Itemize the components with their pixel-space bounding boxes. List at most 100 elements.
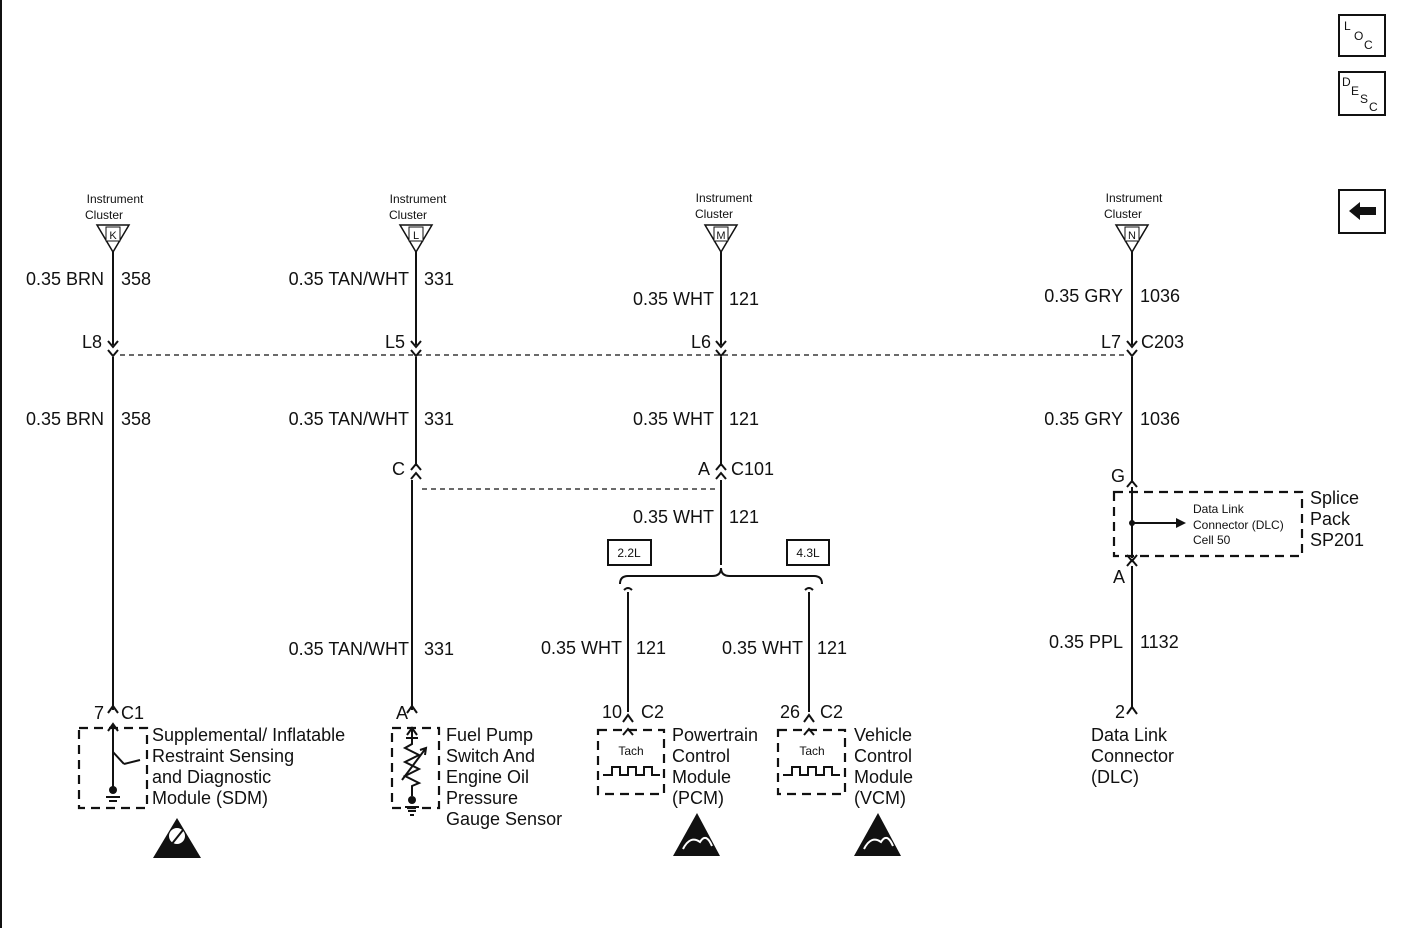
svg-text:Supplemental/ Inflatable: Supplemental/ Inflatable xyxy=(152,725,345,745)
svg-text:Tach: Tach xyxy=(618,744,643,758)
svg-text:A: A xyxy=(698,459,710,479)
svg-text:331: 331 xyxy=(424,639,454,659)
svg-text:358: 358 xyxy=(121,269,151,289)
instrument-cluster-l: Instrument Cluster L xyxy=(389,192,447,254)
svg-text:A: A xyxy=(396,703,408,723)
esd-warning-icon xyxy=(673,813,720,856)
circuit-m: 0.35 WHT 121 L6 0.35 WHT 121 A C101 0.35… xyxy=(541,252,847,723)
instrument-cluster-k: Instrument Cluster K xyxy=(85,192,144,254)
connector-c203: C203 xyxy=(1141,332,1184,352)
svg-text:Engine Oil: Engine Oil xyxy=(446,767,529,787)
svg-text:121: 121 xyxy=(636,638,666,658)
svg-text:Powertrain: Powertrain xyxy=(672,725,758,745)
svg-text:0.35 BRN: 0.35 BRN xyxy=(26,409,104,429)
engine-2-2l-badge: 2.2L xyxy=(607,539,652,566)
svg-text:1036: 1036 xyxy=(1140,409,1180,429)
svg-text:Module: Module xyxy=(854,767,913,787)
splice-pack-sp201: Data Link Connector (DLC) Cell 50 Splice… xyxy=(1112,488,1364,558)
svg-text:Fuel Pump: Fuel Pump xyxy=(446,725,533,745)
svg-text:(VCM): (VCM) xyxy=(854,788,906,808)
svg-text:Gauge Sensor: Gauge Sensor xyxy=(446,809,562,829)
svg-text:(PCM): (PCM) xyxy=(672,788,724,808)
pin-l: L xyxy=(413,230,419,242)
svg-text:Instrument: Instrument xyxy=(696,191,753,205)
svg-text:G: G xyxy=(1111,466,1125,486)
svg-text:10: 10 xyxy=(602,702,622,722)
svg-text:121: 121 xyxy=(729,289,759,309)
svg-text:0.35 TAN/WHT: 0.35 TAN/WHT xyxy=(289,269,409,289)
left-arrow-icon xyxy=(1349,202,1376,220)
loc-button[interactable]: L O C xyxy=(1338,14,1386,57)
svg-text:Vehicle: Vehicle xyxy=(854,725,912,745)
svg-text:Cluster: Cluster xyxy=(85,208,123,222)
pin-n: N xyxy=(1128,230,1136,242)
svg-text:26: 26 xyxy=(780,702,800,722)
connector-c101: C101 xyxy=(731,459,774,479)
esd-warning-icon xyxy=(854,813,901,856)
svg-text:C2: C2 xyxy=(641,702,664,722)
svg-text:0.35 WHT: 0.35 WHT xyxy=(633,507,714,527)
vcm-module: Tach Vehicle Control Module (VCM) xyxy=(776,725,913,808)
fuel-pump-switch: Fuel Pump Switch And Engine Oil Pressure… xyxy=(390,725,562,829)
svg-text:Instrument: Instrument xyxy=(87,192,144,206)
svg-text:Connector (DLC): Connector (DLC) xyxy=(1193,518,1284,532)
svg-text:A: A xyxy=(1113,567,1125,587)
svg-text:(DLC): (DLC) xyxy=(1091,767,1139,787)
svg-text:Module: Module xyxy=(672,767,731,787)
svg-text:Instrument: Instrument xyxy=(1106,191,1163,205)
pin-k: K xyxy=(109,230,117,242)
svg-text:L: L xyxy=(1344,19,1351,33)
svg-text:Cell 50: Cell 50 xyxy=(1193,533,1231,547)
svg-text:0.35 TAN/WHT: 0.35 TAN/WHT xyxy=(289,409,409,429)
desc-button[interactable]: D E S C xyxy=(1338,71,1386,116)
svg-text:C: C xyxy=(1369,100,1378,114)
svg-text:2: 2 xyxy=(1115,702,1125,722)
svg-text:331: 331 xyxy=(424,269,454,289)
svg-text:C: C xyxy=(1364,38,1373,52)
pcm-module: Tach Powertrain Control Module (PCM) xyxy=(596,725,758,808)
svg-text:0.35 GRY: 0.35 GRY xyxy=(1044,409,1123,429)
svg-text:121: 121 xyxy=(729,507,759,527)
svg-text:Instrument: Instrument xyxy=(390,192,447,206)
svg-text:Pack: Pack xyxy=(1310,509,1351,529)
svg-text:121: 121 xyxy=(729,409,759,429)
svg-text:Control: Control xyxy=(672,746,730,766)
back-button[interactable] xyxy=(1338,189,1386,234)
svg-text:331: 331 xyxy=(424,409,454,429)
svg-text:Tach: Tach xyxy=(799,744,824,758)
data-link-connector: Data Link Connector (DLC) xyxy=(1091,725,1174,787)
connector-l5: L5 xyxy=(385,332,405,352)
connector-c1: C1 xyxy=(121,703,144,723)
connector-l8: L8 xyxy=(82,332,102,352)
svg-text:4.3L: 4.3L xyxy=(796,546,820,560)
svg-text:Restraint Sensing: Restraint Sensing xyxy=(152,746,294,766)
instrument-cluster-n: Instrument Cluster N xyxy=(1104,191,1163,254)
svg-text:C2: C2 xyxy=(820,702,843,722)
engine-4-3l-badge: 4.3L xyxy=(786,539,830,566)
svg-text:Data Link: Data Link xyxy=(1091,725,1168,745)
svg-text:S: S xyxy=(1360,92,1368,106)
svg-text:0.35 WHT: 0.35 WHT xyxy=(541,638,622,658)
svg-text:Module (SDM): Module (SDM) xyxy=(152,788,268,808)
instrument-cluster-m: Instrument Cluster M xyxy=(695,191,753,254)
svg-text:0.35 WHT: 0.35 WHT xyxy=(633,409,714,429)
svg-text:and Diagnostic: and Diagnostic xyxy=(152,767,271,787)
svg-text:E: E xyxy=(1351,84,1359,98)
connector-c: C xyxy=(392,459,405,479)
pin-m: M xyxy=(716,230,725,242)
svg-text:Pressure: Pressure xyxy=(446,788,518,808)
circuit-k: 0.35 BRN 358 L8 0.35 BRN 358 7 C1 xyxy=(26,252,151,723)
svg-text:7: 7 xyxy=(94,703,104,723)
svg-text:0.35 PPL: 0.35 PPL xyxy=(1049,632,1123,652)
svg-text:1132: 1132 xyxy=(1140,632,1179,652)
svg-text:Switch And: Switch And xyxy=(446,746,535,766)
circuit-n: 0.35 GRY 1036 L7 C203 0.35 GRY 1036 G A … xyxy=(1044,252,1184,722)
svg-text:0.35 WHT: 0.35 WHT xyxy=(633,289,714,309)
airbag-warning-icon xyxy=(153,818,201,858)
svg-text:121: 121 xyxy=(817,638,847,658)
svg-text:Cluster: Cluster xyxy=(389,208,427,222)
svg-text:Splice: Splice xyxy=(1310,488,1359,508)
svg-text:Control: Control xyxy=(854,746,912,766)
svg-text:0.35 WHT: 0.35 WHT xyxy=(722,638,803,658)
